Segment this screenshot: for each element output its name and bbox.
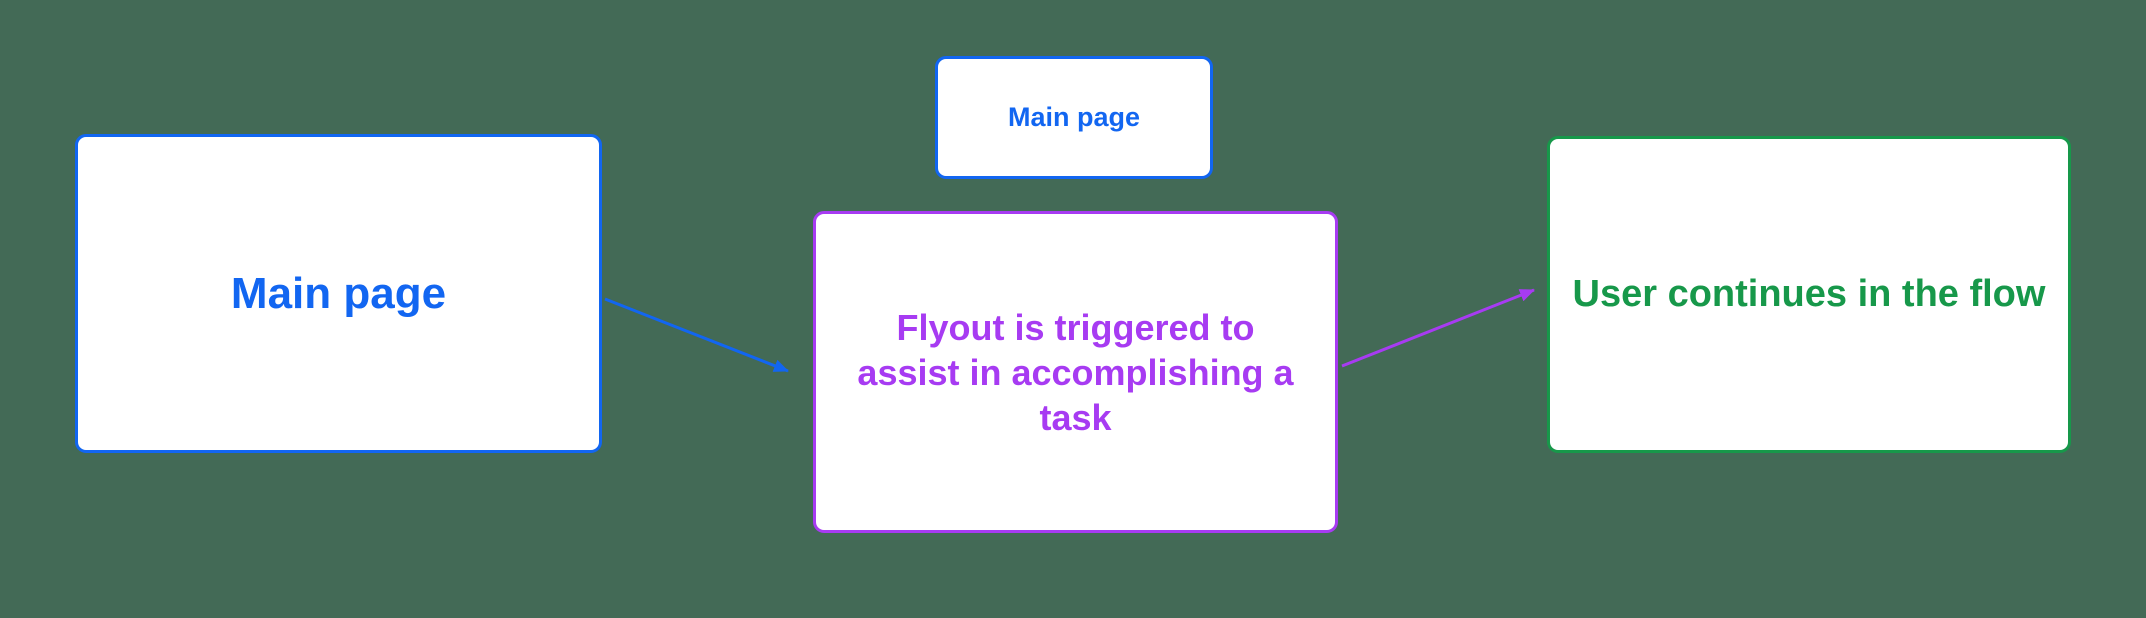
node-user-continues-label: User continues in the flow: [1572, 273, 2046, 315]
arrow-main-page-to-flyout: [604, 297, 789, 373]
node-main-page-small-label: Main page: [1007, 102, 1141, 132]
node-main-page-label: Main page: [230, 268, 447, 318]
node-user-continues: User continues in the flow: [1547, 136, 2071, 453]
node-main-page: Main page: [75, 134, 602, 453]
node-flyout: Flyout is triggered to assist in accompl…: [813, 211, 1338, 533]
node-flyout-label: Flyout is triggered to assist in accompl…: [857, 306, 1294, 438]
node-main-page-small: Main page: [935, 56, 1213, 179]
arrow-flyout-to-user-continues: [1341, 288, 1535, 368]
